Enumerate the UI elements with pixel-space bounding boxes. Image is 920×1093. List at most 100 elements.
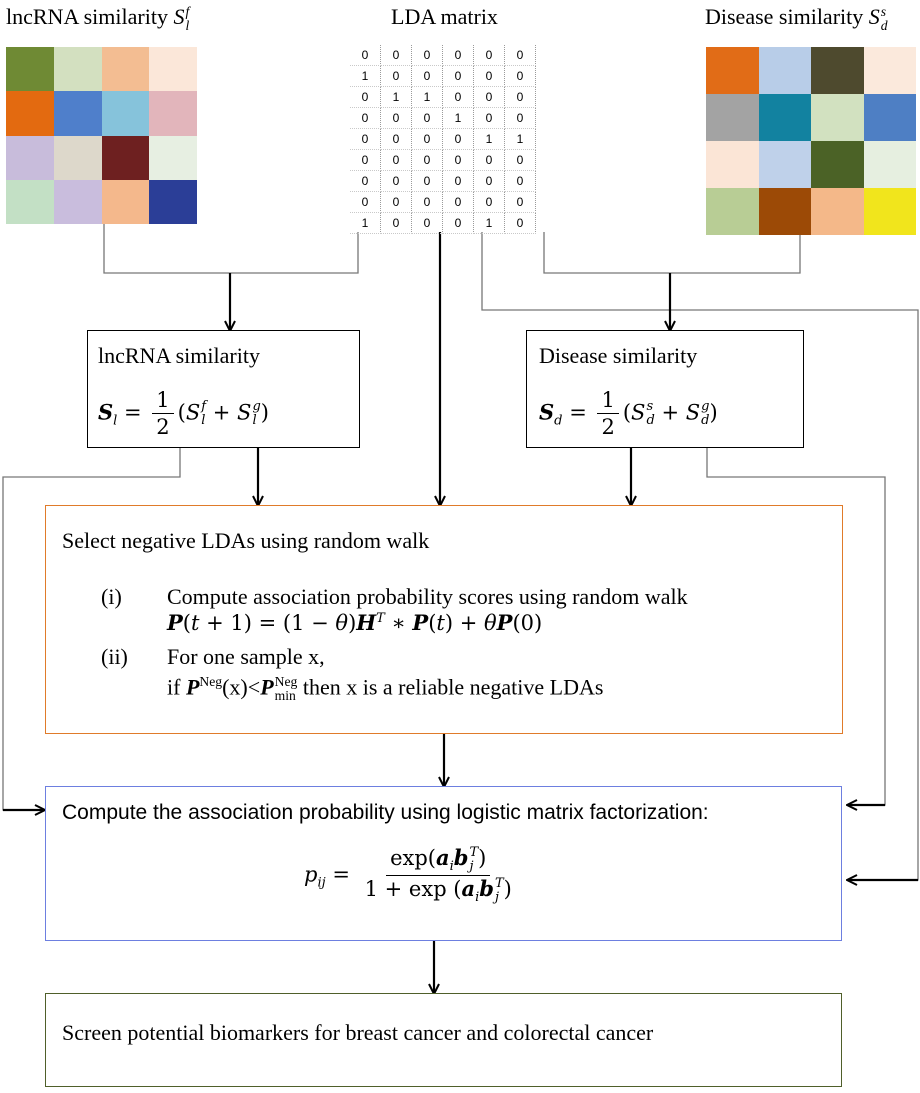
lda-matrix-cell: 0 <box>350 45 381 66</box>
den-prefix: 1 + exp ( <box>364 877 462 902</box>
lncrna-heatmap-cell <box>101 47 150 92</box>
term2-sub: d <box>701 412 710 428</box>
neg-sup-2: Neg <box>274 673 298 689</box>
if-word: if <box>167 674 181 700</box>
disease-heatmap-cell <box>706 188 759 235</box>
lncrna-heatmap-cell <box>53 135 102 180</box>
lda-matrix-cell: 0 <box>473 86 505 108</box>
lda-matrix-cell: 0 <box>380 45 412 66</box>
lda-matrix-cell: 1 <box>411 86 443 108</box>
step2-text: For one sample x, <box>167 644 325 669</box>
lncrna-title-sup: f <box>185 3 190 19</box>
negative-box-heading: Select negative LDAs using random walk <box>62 528 430 553</box>
lncrna-heatmap-cell <box>53 179 102 224</box>
lncrna-heatmap-cell <box>101 91 150 136</box>
num-T: T <box>469 844 479 860</box>
lda-matrix-cell: 0 <box>473 191 505 213</box>
lda-matrix-cell: 0 <box>411 45 443 66</box>
lncrna-heatmap-cell <box>101 135 150 180</box>
lncrna-title-symbol: S <box>173 4 185 29</box>
disease-heatmap-cell <box>863 94 916 141</box>
lda-matrix-cell: 0 <box>442 212 474 234</box>
disease-heatmap-cell <box>758 188 811 235</box>
disease-heatmap-cell <box>811 141 864 188</box>
disease-heatmap-cell <box>811 47 864 94</box>
lncrna-to-merge-line <box>103 224 359 274</box>
lda-matrix-cell: 0 <box>504 191 536 213</box>
lda-matrix-cell: 0 <box>442 191 474 213</box>
lncrna-heatmap-cell <box>6 47 54 92</box>
lncrna-heatmap-cell <box>149 179 197 224</box>
lda-matrix-cell: 0 <box>380 191 412 213</box>
disease-heatmap-cell <box>811 94 864 141</box>
term1-sup: s <box>646 399 654 415</box>
lda-matrix-cell: 0 <box>411 212 443 234</box>
lda-matrix-cell: 0 <box>442 86 474 108</box>
term2-sub: l <box>252 412 257 428</box>
x-arg: (x) <box>222 674 248 700</box>
lncrna-heatmap-cell <box>101 179 150 224</box>
lda-matrix-cell: 0 <box>504 107 536 129</box>
disease-heatmap-cell <box>863 188 916 235</box>
then-text: then x is a reliable negative LDAs <box>297 674 604 700</box>
screen-biomarkers-box: Screen potential biomarkers for breast c… <box>45 993 842 1087</box>
disease-title-text: Disease similarity <box>705 4 869 29</box>
lncrna-heatmap-cell <box>149 47 197 92</box>
disease-similarity-heatmap <box>706 47 916 235</box>
lda-matrix-cell: 0 <box>442 170 474 192</box>
step2-label: (ii) <box>101 644 128 669</box>
lda-matrix-cell: 0 <box>380 107 412 129</box>
lda-matrix-cell: 0 <box>442 149 474 171</box>
formula-lhs: S <box>539 399 555 425</box>
lncrna-heatmap-cell <box>53 91 102 136</box>
lda-matrix-cell: 0 <box>504 170 536 192</box>
den-j: j <box>494 889 500 905</box>
lda-matrix-cell: 0 <box>473 65 505 87</box>
num-j: j <box>469 858 474 874</box>
term2: S <box>237 400 252 425</box>
lda-matrix-cell: 0 <box>380 149 412 171</box>
lda-matrix-cell: 1 <box>380 86 412 108</box>
lda-matrix-cell: 0 <box>504 45 536 66</box>
lda-matrix-cell: 0 <box>380 170 412 192</box>
disease-heatmap-cell <box>706 94 759 141</box>
disease-heatmap-cell <box>706 47 759 94</box>
lda-matrix-cell: 0 <box>504 86 536 108</box>
den-b: b <box>479 876 494 902</box>
lda-matrix-cell: 0 <box>411 149 443 171</box>
lda-matrix-cell: 0 <box>504 212 536 234</box>
lda-matrix-cell: 0 <box>473 45 505 66</box>
term2-sup: g <box>701 399 710 415</box>
lda-matrix-cell: 0 <box>504 149 536 171</box>
lncrna-similarity-heatmap <box>6 47 197 224</box>
step1-label: (i) <box>101 584 122 609</box>
lda-matrix-cell: 0 <box>473 107 505 129</box>
lda-matrix-cell: 0 <box>350 128 381 150</box>
lncrna-heatmap-cell <box>53 47 102 92</box>
num-exp: exp( <box>390 846 437 870</box>
disease-heatmap-cell <box>811 188 864 235</box>
den-close: ) <box>503 877 512 902</box>
disease-title-sup: s <box>880 3 887 19</box>
term1-sub: d <box>646 412 655 428</box>
min-sub: min <box>274 688 296 704</box>
disease-title-sub: d <box>880 17 888 33</box>
formula-lhs-sub: d <box>554 413 563 429</box>
fraction-den: 2 <box>601 415 615 440</box>
fraction-num: 1 <box>152 387 174 415</box>
lda-matrix-cell: 1 <box>350 212 381 234</box>
